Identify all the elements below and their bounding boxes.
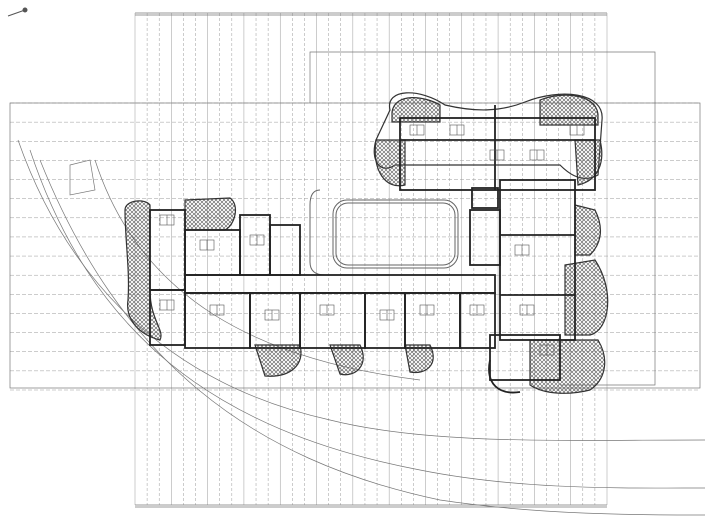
- structural-grid: [10, 13, 700, 505]
- furniture: [159, 124, 585, 356]
- building-walls: [149, 105, 596, 394]
- courtyard-pool: [309, 189, 459, 276]
- north-arrow-icon: [7, 7, 28, 17]
- site-boundary: [9, 12, 705, 516]
